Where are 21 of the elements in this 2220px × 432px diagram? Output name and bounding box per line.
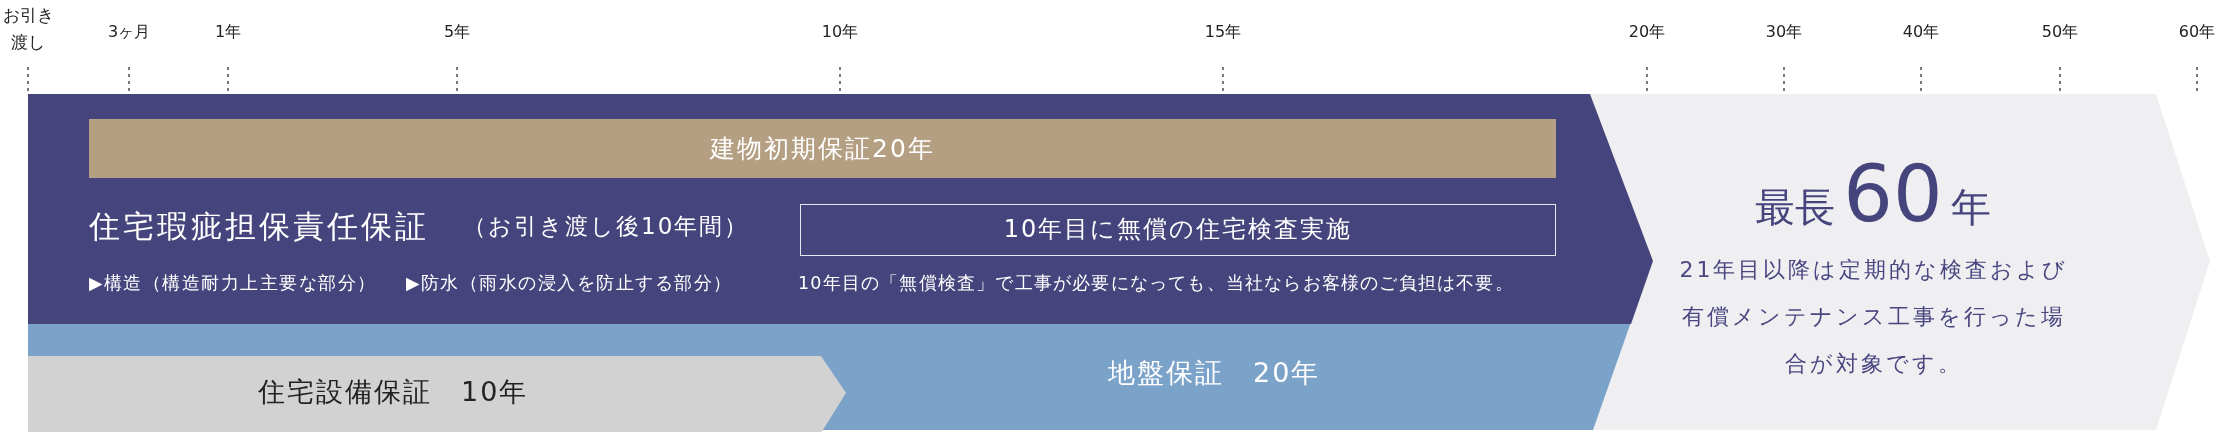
timeline-label: 60年 [2177, 22, 2217, 43]
inspection-box: 10年目に無償の住宅検査実施 [800, 204, 1556, 256]
timeline-label: 30年 [1764, 22, 1804, 43]
heading: 住宅瑕疵担保責任保証 [89, 207, 429, 246]
note-text: 10年目の「無償検査」で工事が必要になっても、当社ならお客様のご負担は不要。 [798, 272, 1514, 295]
timeline-label: お引き渡し [2, 4, 54, 54]
band-label: 住宅設備保証 10年 [258, 375, 529, 409]
timeline-label: 5年 [442, 22, 472, 43]
timeline-label: 50年 [2040, 22, 2080, 43]
bullet-text: ▶防水（雨水の浸入を防止する部分） [406, 272, 733, 295]
timeline-label: 10年 [820, 22, 860, 43]
band-label: 地盤保証 20年 [1108, 356, 1321, 390]
heading-note: （お引き渡し後10年間） [463, 212, 750, 241]
timeline-label: 40年 [1901, 22, 1941, 43]
bullet-text: ▶構造（構造耐力上主要な部分） [89, 272, 377, 295]
warranty-bar: 建物初期保証20年 [89, 119, 1556, 178]
timeline-label: 20年 [1627, 22, 1667, 43]
description-text: 21年目以降は定期的な検査および有償メンテナンス工事を行った場合が対象です。 [1678, 256, 2070, 378]
timeline-label: 3ヶ月 [106, 22, 152, 43]
timeline-label: 15年 [1203, 22, 1243, 43]
timeline-label: 1年 [213, 22, 243, 43]
